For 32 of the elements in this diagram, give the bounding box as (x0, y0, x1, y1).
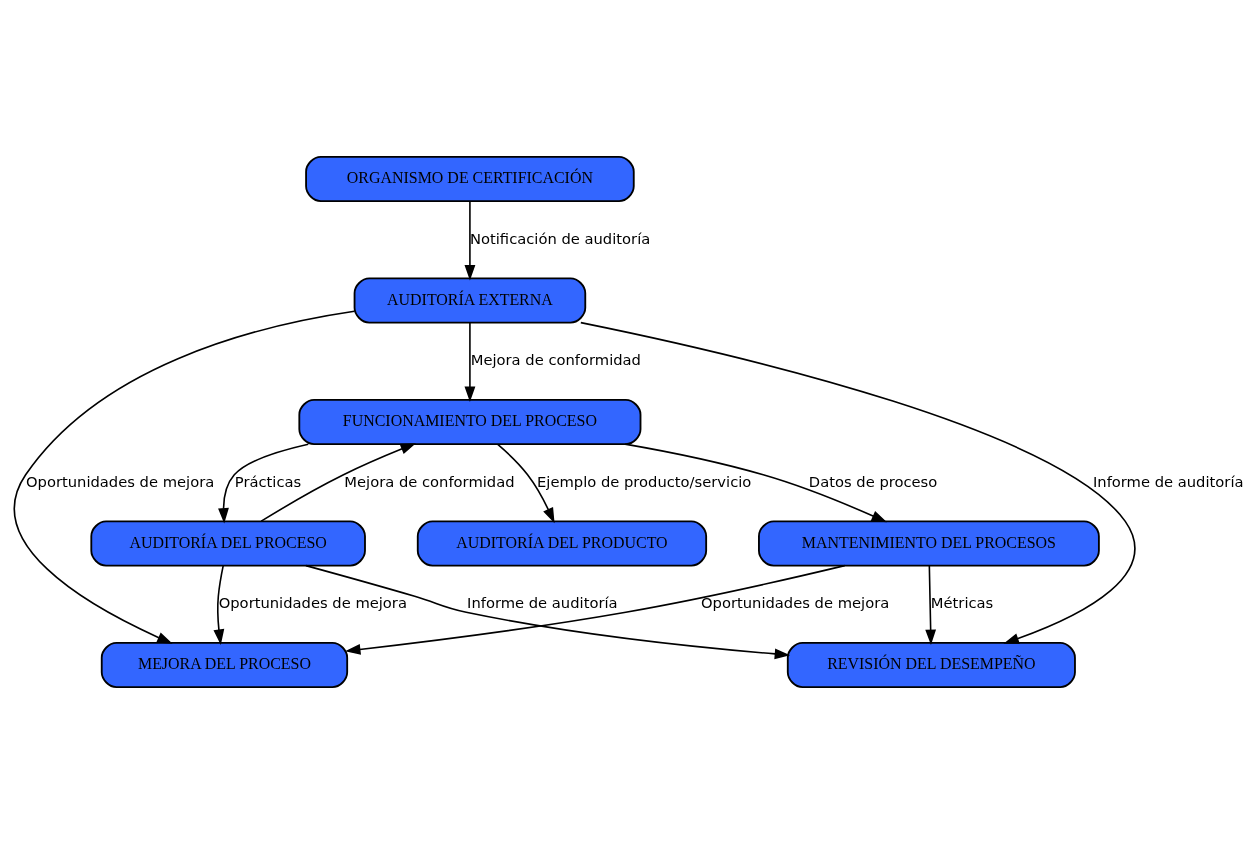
arrow (925, 564, 937, 645)
edge-label: Mejora de conformidad (470, 350, 641, 368)
edge-label: Informe de auditoría (1092, 472, 1244, 490)
arrow (305, 564, 791, 659)
arrow (464, 321, 476, 402)
arrow (496, 443, 555, 523)
edge-label: Oportunidades de mejora (218, 593, 407, 611)
node-box: REVISIÓN DEL DESEMPEÑO (786, 641, 1076, 688)
edge-label: Informe de auditoría (467, 593, 618, 611)
node-box: AUDITORÍA DEL PROCESO (90, 520, 366, 566)
edge-label: Mejora de conformidad (344, 472, 515, 490)
arrow (13, 310, 356, 644)
edge-label: Notificación de auditoría (469, 229, 651, 247)
edge-label: Ejemplo de producto/servicio (537, 472, 752, 490)
edge-label: Oportunidades de mejora (26, 472, 215, 490)
node-box: AUDITORÍA DEL PRODUCTO (416, 520, 708, 566)
edge-label: Prácticas (234, 472, 302, 490)
node-box: ORGANISMO DE CERTIFICACIÓN (305, 155, 635, 202)
arrow (345, 564, 846, 655)
edge-label: Datos de proceso (808, 472, 938, 490)
arrow (580, 321, 1136, 644)
arrow (213, 564, 225, 645)
node-box: FUNCIONAMIENTO DEL PROCESO (298, 398, 642, 445)
arrow (624, 442, 888, 522)
node-box: MANTENIMIENTO DEL PROCESOS (758, 520, 1100, 566)
edge-label: Métricas (930, 593, 994, 611)
edge-label: Oportunidades de mejora (701, 593, 890, 611)
arrow (218, 442, 310, 524)
arrow (464, 200, 476, 281)
node-box: AUDITORÍA EXTERNA (353, 277, 587, 323)
node-box: MEJORA DEL PROCESO (100, 641, 349, 688)
arrow (260, 442, 417, 522)
